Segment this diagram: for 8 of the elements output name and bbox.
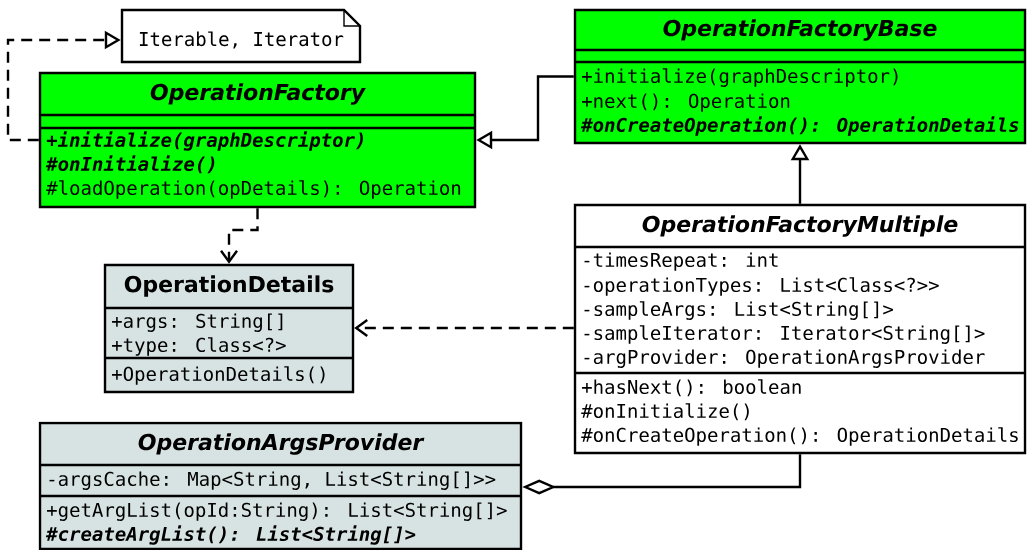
class-box: OperationFactoryBase +initialize(graphDescriptor) +next(): Operation #onCreateOperation(): OperationDetails: [573, 8, 1027, 145]
class-box: OperationDetails +args: String[] +type: Class<?> +OperationDetails(): [103, 263, 355, 394]
arrow: [220, 208, 259, 264]
class-box: OperationArgsProvider -argsCache: Map<String, List<String[]>> +getArgList(opId:String): List<String[]> #createArgList(): List<String[]>: [38, 421, 523, 550]
class-box: OperationFactory +initialize(graphDescriptor) #onInitialize() #loadOperation(opDetails): Operation: [38, 71, 477, 209]
class-box: OperationFactoryMultiple -timesRepeat: int -operationTypes: List<Class<?>> -sampleArgs: List<String[]> -sampleIterator: Iterator<String[]> -argProvider: OperationArgsProvider +hasNext(): boolean #onInitialize() #onCreateOperation(): OperationDetails: [573, 203, 1027, 455]
note-box: Iterable, Iterator: [120, 8, 362, 64]
arrow: [354, 319, 574, 337]
